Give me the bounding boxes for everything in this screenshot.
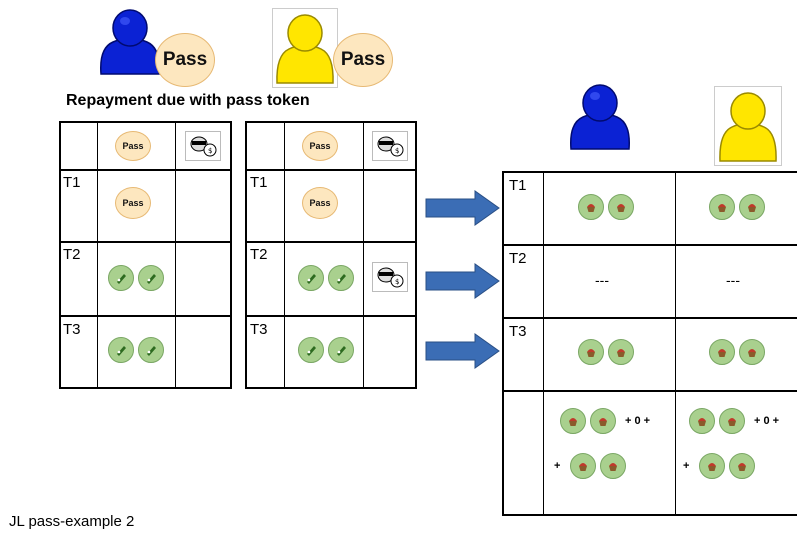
svg-text:$: $	[208, 147, 212, 155]
cupcake-coin-icon	[709, 339, 735, 365]
cupcake-coin-icon	[578, 194, 604, 220]
sum-operator: +	[554, 460, 561, 472]
loan-coin-icon	[138, 265, 164, 291]
loan-coin-icon	[298, 337, 324, 363]
blue-person-icon	[95, 8, 165, 76]
row-label-t3: T3	[509, 323, 527, 340]
cupcake-coin-icon	[608, 194, 634, 220]
right-arrow-icon	[425, 333, 500, 374]
row-label-t2: T2	[509, 250, 527, 267]
no-payment-dashes: ---	[595, 272, 609, 288]
row-label-t3: T3	[63, 321, 81, 338]
cupcake-coin-icon	[729, 453, 755, 479]
pass-token-icon: Pass	[302, 187, 338, 219]
cupcake-coin-icon	[719, 408, 745, 434]
right-arrow-icon	[425, 263, 500, 304]
row-label-t3: T3	[250, 321, 268, 338]
pass-token-icon: Pass	[155, 33, 215, 87]
pass-token-icon: Pass	[115, 187, 151, 219]
cupcake-coin-icon	[590, 408, 616, 434]
cupcake-coin-icon	[699, 453, 725, 479]
cupcake-coin-icon	[570, 453, 596, 479]
cupcake-coin-icon	[709, 194, 735, 220]
row-label-t1: T1	[63, 174, 81, 191]
row-label-t2: T2	[63, 246, 81, 263]
thief-icon: $	[185, 131, 221, 161]
cupcake-coin-icon	[560, 408, 586, 434]
thief-icon: $	[372, 262, 408, 292]
svg-text:$: $	[395, 278, 399, 286]
loan-coin-icon	[138, 337, 164, 363]
cupcake-coin-icon	[739, 194, 765, 220]
right-arrow-icon	[425, 190, 500, 231]
sum-operator: + 0 +	[625, 415, 651, 427]
outcome-table	[502, 171, 797, 516]
yellow-repayment-table	[245, 121, 417, 389]
loan-coin-icon	[108, 337, 134, 363]
pass-token-icon: Pass	[115, 131, 151, 161]
loan-coin-icon	[328, 337, 354, 363]
cupcake-coin-icon	[578, 339, 604, 365]
cupcake-coin-icon	[689, 408, 715, 434]
yellow-person-icon	[714, 86, 782, 166]
row-label-t1: T1	[250, 174, 268, 191]
cupcake-coin-icon	[600, 453, 626, 479]
loan-coin-icon	[328, 265, 354, 291]
sum-operator: +	[683, 460, 690, 472]
cupcake-coin-icon	[608, 339, 634, 365]
blue-repayment-table	[59, 121, 232, 389]
pass-token-label: Pass	[162, 49, 208, 70]
yellow-person-icon	[272, 8, 338, 88]
sum-operator: + 0 +	[754, 415, 780, 427]
row-label-t2: T2	[250, 246, 268, 263]
cupcake-coin-icon	[739, 339, 765, 365]
no-payment-dashes: ---	[726, 272, 740, 288]
thief-icon: $	[372, 131, 408, 161]
heading: Repayment due with pass token	[66, 92, 310, 109]
loan-coin-icon	[298, 265, 324, 291]
blue-person-icon	[565, 83, 635, 151]
slide-footer: JL pass-example 2	[9, 513, 135, 530]
pass-token-icon: Pass	[302, 131, 338, 161]
pass-token-label: Pass	[340, 49, 386, 70]
svg-text:$: $	[395, 147, 399, 155]
loan-coin-icon	[108, 265, 134, 291]
pass-token-icon: Pass	[333, 33, 393, 87]
row-label-t1: T1	[509, 177, 527, 194]
